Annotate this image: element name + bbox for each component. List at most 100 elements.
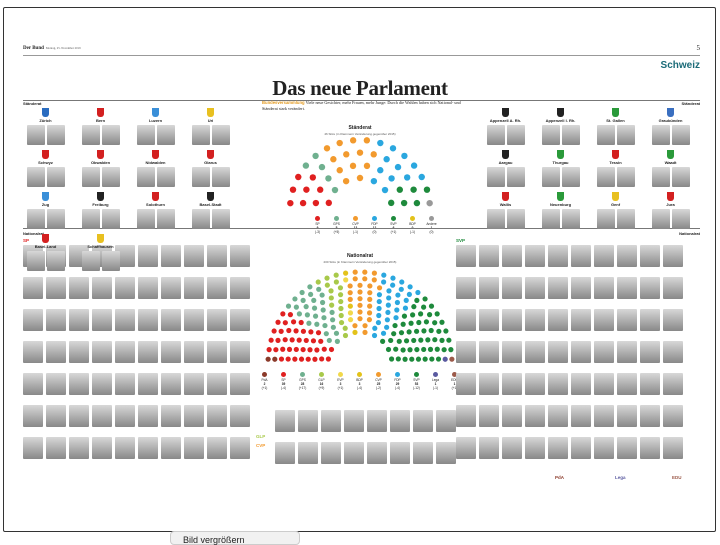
legend-dot bbox=[376, 372, 381, 377]
canton-crest-icon bbox=[97, 234, 104, 243]
portrait bbox=[616, 125, 635, 145]
seat-gps bbox=[303, 304, 309, 310]
seat-svp bbox=[432, 320, 438, 326]
legend-dot bbox=[262, 372, 267, 377]
portrait bbox=[594, 309, 614, 331]
seat-glp bbox=[328, 288, 334, 294]
portrait bbox=[594, 277, 614, 299]
seat-sp bbox=[280, 346, 286, 352]
party-change: (-4) bbox=[281, 386, 286, 390]
portrait bbox=[207, 309, 227, 331]
seat-svp bbox=[418, 311, 424, 317]
portrait bbox=[561, 167, 580, 187]
seat-sp bbox=[303, 186, 310, 193]
canton-12: Basel-Land bbox=[18, 234, 73, 271]
canton-name: Wallis bbox=[499, 202, 512, 207]
portrait bbox=[230, 277, 250, 299]
portrait bbox=[69, 405, 89, 427]
portrait bbox=[81, 167, 100, 187]
canton-crest-icon bbox=[97, 192, 104, 201]
seat-sp bbox=[289, 337, 295, 343]
portrait bbox=[651, 167, 670, 187]
page-number: 5 bbox=[696, 44, 701, 52]
portrait bbox=[506, 209, 525, 229]
seat-andere bbox=[426, 199, 433, 207]
portrait bbox=[115, 277, 135, 299]
seat-cvp bbox=[352, 276, 358, 282]
seat-gps bbox=[293, 304, 299, 310]
seat-fdp bbox=[406, 291, 412, 298]
seat-cvp bbox=[352, 323, 358, 329]
portrait bbox=[548, 373, 568, 395]
canton-0: Zürich bbox=[18, 108, 73, 145]
seat-cvp bbox=[356, 174, 364, 182]
portrait bbox=[138, 277, 158, 299]
party-seats: 3 bbox=[339, 382, 342, 386]
canton-10: Genf bbox=[588, 192, 643, 229]
seat-glp bbox=[324, 282, 330, 288]
nationalrat-label-right: Nationalrat bbox=[679, 231, 700, 236]
portrait bbox=[561, 209, 580, 229]
canton-10: Solothurn bbox=[128, 192, 183, 229]
portrait bbox=[548, 245, 568, 267]
portrait bbox=[640, 373, 660, 395]
seat-gps bbox=[311, 305, 318, 311]
party-name: Andere bbox=[426, 222, 437, 226]
party-seats: 53 bbox=[414, 382, 419, 386]
seat-fdp bbox=[403, 174, 411, 181]
portrait bbox=[138, 405, 158, 427]
canton-7: Glarus bbox=[183, 150, 238, 187]
seat-fdp bbox=[401, 152, 408, 160]
portrait bbox=[101, 209, 120, 229]
portrait bbox=[525, 277, 545, 299]
portrait bbox=[594, 405, 614, 427]
seat-svp bbox=[413, 199, 421, 207]
seat-svp bbox=[436, 328, 442, 334]
seat-fdp bbox=[390, 275, 396, 281]
zoom-image-button[interactable]: Bild vergrößern bbox=[170, 531, 300, 545]
party-change: (-4) bbox=[357, 386, 362, 390]
seat-sp bbox=[308, 329, 314, 335]
seat-fdp bbox=[402, 305, 409, 311]
portrait bbox=[525, 245, 545, 267]
portrait bbox=[479, 341, 499, 363]
portrait bbox=[298, 410, 318, 432]
canton-3: Uri bbox=[183, 108, 238, 145]
canton-7: Waadt bbox=[643, 150, 698, 187]
canton-name: Nidwalden bbox=[145, 160, 166, 165]
party-change: (+17) bbox=[298, 386, 307, 390]
portrait bbox=[525, 373, 545, 395]
portrait bbox=[479, 245, 499, 267]
seat-svp bbox=[425, 337, 431, 343]
portrait bbox=[640, 405, 660, 427]
portrait bbox=[596, 167, 615, 187]
seat-gps bbox=[308, 291, 314, 298]
party-change: (+5) bbox=[333, 230, 340, 234]
seat-svp bbox=[428, 327, 434, 334]
section-title: Schweiz bbox=[660, 60, 700, 71]
party-name: BDP bbox=[409, 222, 416, 226]
seat-glp bbox=[338, 298, 344, 305]
portrait bbox=[479, 373, 499, 395]
seat-gps bbox=[330, 324, 336, 330]
portrait bbox=[548, 277, 568, 299]
seat-sp bbox=[307, 347, 313, 353]
seat-sp bbox=[325, 356, 331, 362]
canton-crest-icon bbox=[667, 192, 674, 201]
canton-5: Obwalden bbox=[73, 150, 128, 187]
seat-svp bbox=[448, 347, 454, 353]
canton-crest-icon bbox=[557, 108, 564, 117]
portrait bbox=[651, 209, 670, 229]
portrait bbox=[156, 167, 175, 187]
portrait bbox=[46, 125, 65, 145]
portrait bbox=[640, 309, 660, 331]
seat-glp bbox=[337, 285, 344, 291]
seat-sp bbox=[287, 312, 294, 318]
portrait bbox=[156, 209, 175, 229]
party-name: SVP bbox=[390, 222, 397, 226]
seat-sp bbox=[298, 319, 304, 326]
canton-crest-icon bbox=[152, 108, 159, 117]
party-change: (-2) bbox=[376, 386, 381, 390]
